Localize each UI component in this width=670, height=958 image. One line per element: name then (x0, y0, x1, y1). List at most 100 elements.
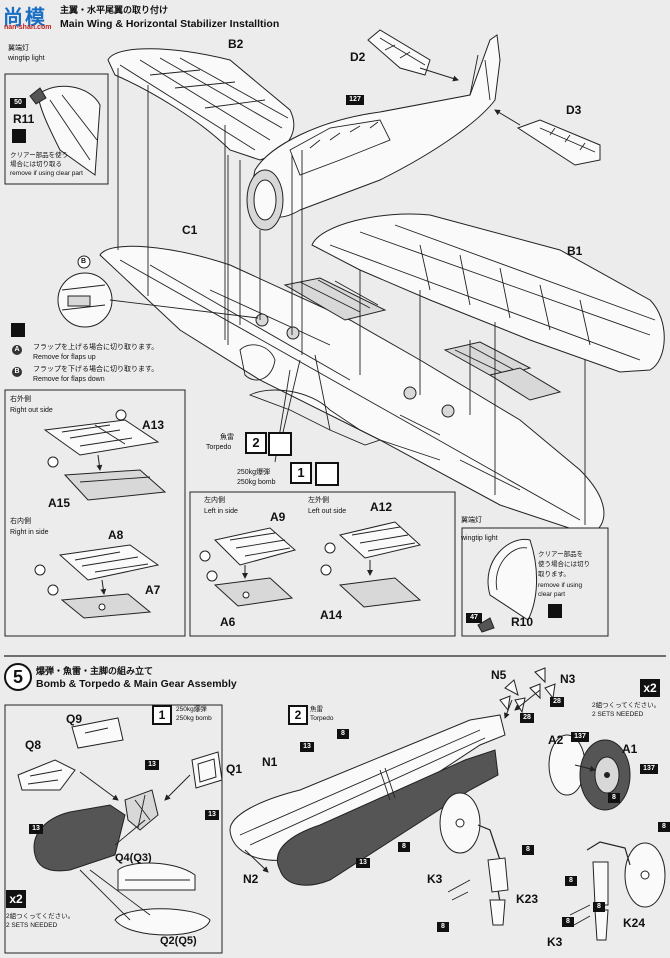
wingtip-right-label-en: wingtip light (461, 535, 498, 542)
wingtip-left-note-jp2: 場合には切り取る (10, 161, 62, 168)
left-out-en: Left out side (308, 508, 347, 515)
color-code-47: 47 (466, 613, 482, 623)
flaps-b-en: Remove for flaps down (33, 376, 105, 383)
marker-b: B (12, 367, 22, 377)
part-d3: D3 (566, 103, 582, 117)
wingtip-right-note-en1: remove if using (538, 582, 583, 589)
part-a8: A8 (108, 528, 124, 542)
color-code-8-a: 8 (337, 729, 349, 739)
wingtip-left-note-jp1: クリアー部品を使う (10, 152, 69, 159)
step5-torp-en: Torpedo (310, 715, 334, 722)
step5-bomb-jp: 250kg爆弾 (176, 706, 207, 713)
left-in-jp: 左内側 (204, 497, 225, 504)
part-n2: N2 (243, 872, 259, 886)
left-out-jp: 左外側 (308, 497, 329, 504)
color-code-8-e: 8 (565, 876, 577, 886)
marker-b-inset: B (81, 258, 87, 265)
part-k3-left: K3 (427, 872, 443, 886)
right-in-en: Right in side (10, 529, 49, 536)
x2-badge-right: x2 (640, 679, 660, 697)
wingtip-right-note-jp2: 使う場合には切り (538, 561, 590, 568)
bomb-opt-en: 250kg bomb (237, 479, 276, 486)
wingtip-left-note-en: remove if using clear part (10, 170, 83, 177)
torpedo-opt-jp: 魚雷 (220, 434, 234, 441)
watermark-logo: 尚模 (3, 7, 47, 29)
wingtip-right-note-jp1: クリアー部品を (538, 551, 584, 558)
x2-right-jp: 2組つくってください。 (592, 702, 661, 709)
color-code-28-a: 28 (520, 713, 534, 723)
part-a15: A15 (48, 496, 71, 510)
flaps-b-jp: フラップを下げる場合に切り取ります。 (33, 366, 159, 373)
wingtip-right-label-jp: 翼端灯 (461, 517, 482, 524)
part-k23: K23 (516, 892, 539, 906)
part-a12: A12 (370, 500, 393, 514)
part-k3-right: K3 (547, 935, 563, 949)
part-a1: A1 (622, 742, 638, 756)
bomb-body (33, 804, 126, 872)
cut-icon-flaps (11, 323, 25, 337)
step4-title-en: Main Wing & Horizontal Stabilizer Instal… (60, 18, 280, 30)
bomb-opt-icon (315, 462, 339, 486)
part-a14: A14 (320, 608, 343, 622)
torpedo-opt-icon (268, 432, 292, 456)
x2-left-jp: 2組つくってください。 (6, 913, 75, 920)
option-2-torpedo: 2 (245, 432, 267, 454)
right-in-jp: 右内側 (10, 518, 31, 525)
stabilizer-d3 (516, 119, 601, 166)
color-code-50: 50 (10, 98, 26, 108)
color-code-137-a: 137 (571, 732, 589, 742)
color-code-13-a: 13 (145, 760, 159, 770)
torpedo-opt-en: Torpedo (206, 444, 232, 451)
wing-b2 (107, 48, 295, 161)
part-a13: A13 (142, 418, 165, 432)
color-code-8-d: 8 (522, 845, 534, 855)
color-code-13-c: 13 (29, 824, 43, 834)
bomb-opt-jp: 250kg爆弾 (237, 469, 271, 476)
part-a7: A7 (145, 583, 161, 597)
marker-a: A (12, 345, 22, 355)
step5-title-en: Bomb & Torpedo & Main Gear Assembly (36, 678, 237, 690)
flaps-a-jp: フラップを上げる場合に切り取ります。 (33, 344, 159, 351)
wing-b1 (311, 213, 665, 373)
left-in-en: Left in side (204, 508, 238, 515)
x2-badge-left: x2 (6, 890, 26, 908)
part-a2: A2 (548, 733, 564, 747)
right-out-en: Right out side (10, 407, 53, 414)
part-c1: C1 (182, 223, 198, 237)
color-code-137-b: 137 (640, 764, 658, 774)
part-n5: N5 (491, 668, 507, 682)
step5-number: 5 (4, 663, 32, 691)
cut-icon-right (548, 604, 562, 618)
stabilizer-d2 (367, 29, 431, 76)
wingtip-light-box-right (461, 527, 609, 637)
color-code-8-h: 8 (562, 917, 574, 927)
part-k24: K24 (623, 916, 646, 930)
color-code-127: 127 (346, 95, 364, 105)
x2-left-en: 2 SETS NEEDED (6, 922, 58, 929)
wingtip-left-label-jp: 翼端灯 (8, 45, 29, 52)
cut-icon-left (12, 129, 26, 143)
color-code-13-e: 13 (356, 858, 370, 868)
step5-option-1: 1 (152, 705, 172, 725)
part-q8: Q8 (25, 738, 42, 752)
step5-title-jp: 爆弾・魚雷・主脚の組み立て (36, 666, 154, 676)
part-q2: Q2(Q5) (160, 935, 197, 947)
part-b2: B2 (228, 37, 244, 51)
part-r11: R11 (13, 112, 35, 126)
color-code-8-c: 8 (608, 793, 620, 803)
step5-torp-jp: 魚雷 (310, 706, 323, 713)
option-1-bomb: 1 (290, 462, 312, 484)
color-code-13-d: 13 (300, 742, 314, 752)
part-b1: B1 (567, 244, 583, 258)
wingtip-right-note-jp3: 取ります。 (538, 571, 570, 578)
x2-right-en: 2 SETS NEEDED (592, 711, 644, 718)
part-q1: Q1 (226, 762, 243, 776)
step5-bomb-en: 250kg bomb (176, 715, 212, 722)
color-code-13-b: 13 (205, 810, 219, 820)
part-r10: R10 (511, 615, 534, 629)
torpedo (229, 714, 506, 861)
part-d2: D2 (350, 50, 366, 64)
color-code-28-b: 28 (550, 697, 564, 707)
part-n3: N3 (560, 672, 576, 686)
wingtip-left-label-en: wingtip light (8, 55, 45, 62)
